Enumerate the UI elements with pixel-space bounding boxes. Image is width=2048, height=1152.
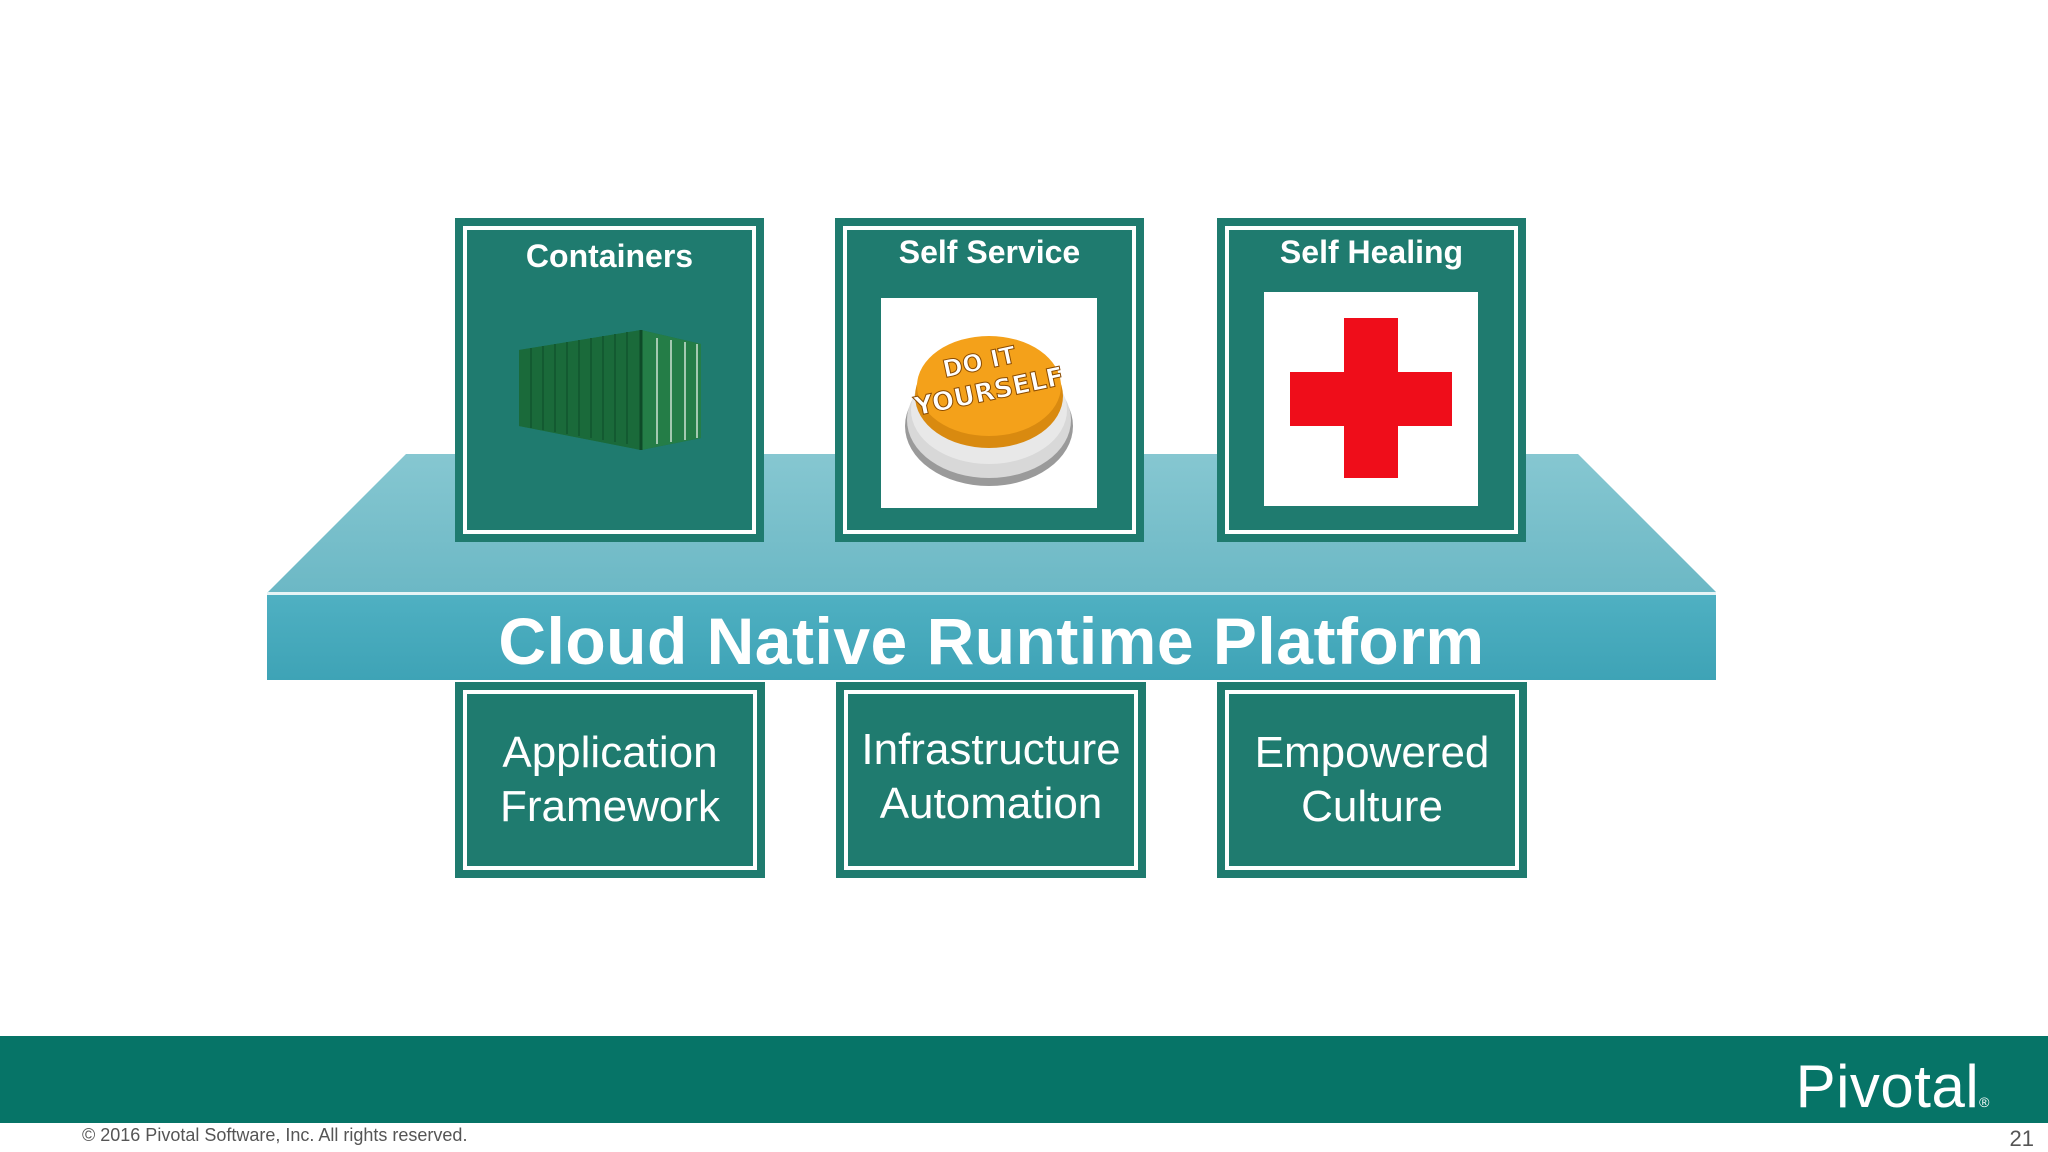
application-framework-line2: Framework (499, 782, 721, 831)
containers-label: Containers (525, 238, 694, 274)
infrastructure-automation-box: Infrastructure Automation (836, 682, 1146, 878)
self-service-box: Self Service DO IT YOURSELF (835, 218, 1144, 542)
infrastructure-automation-line1: Infrastructure (861, 725, 1121, 774)
application-framework-box: Application Framework (455, 682, 765, 878)
self-healing-box: Self Healing (1217, 218, 1526, 542)
copyright-text: © 2016 Pivotal Software, Inc. All rights… (82, 1125, 468, 1145)
containers-box: Containers (455, 218, 764, 542)
empowered-culture-line1: Empowered (1254, 728, 1490, 777)
red-cross-icon (1290, 318, 1452, 478)
application-framework-line1: Application (502, 728, 718, 777)
self-healing-label: Self Healing (1279, 234, 1464, 270)
self-healing-image-panel (1264, 292, 1478, 506)
logo-registered-mark: ® (1979, 1094, 1990, 1110)
do-it-yourself-button-icon: DO IT YOURSELF (905, 336, 1073, 486)
empowered-culture-line2: Culture (1301, 782, 1443, 831)
self-service-label: Self Service (898, 234, 1081, 270)
platform-front: Cloud Native Runtime Platform (267, 592, 1716, 680)
logo-text: Pivotal (1795, 1053, 1980, 1120)
shipping-container-icon (519, 330, 701, 450)
pivotal-logo: Pivotal® (1796, 1052, 1990, 1121)
page-number: 21 (2009, 1126, 2034, 1151)
platform-title: Cloud Native Runtime Platform (498, 603, 1485, 678)
empowered-culture-box: Empowered Culture (1217, 682, 1527, 878)
self-service-image-panel: DO IT YOURSELF (881, 298, 1097, 508)
footer-bar: Pivotal® (0, 1036, 2048, 1123)
infrastructure-automation-line2: Automation (879, 779, 1103, 828)
